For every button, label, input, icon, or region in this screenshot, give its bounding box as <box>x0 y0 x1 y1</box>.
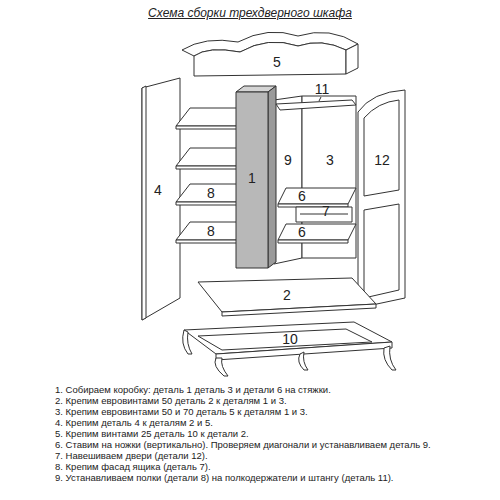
callout-number: 5 <box>273 55 281 69</box>
door-panel <box>364 100 399 196</box>
assembly-step: 7. Навешиваем двери (детали 12). <box>55 450 495 461</box>
callout-number: 11 <box>315 82 330 96</box>
bottom-panel-edge <box>222 304 376 316</box>
steps-list: 1. Собираем коробку: деталь 1 деталь 3 и… <box>55 384 495 483</box>
side-panel-edge <box>142 86 146 320</box>
assembly-step: 2. Крепим евровинтами 50 деталь 2 к дета… <box>55 395 495 406</box>
base-leg <box>183 330 192 354</box>
side-panel <box>142 78 180 320</box>
door <box>358 90 405 308</box>
assembly-step: 4. Крепим деталь 4 к деталям 2 и 5. <box>55 417 495 428</box>
assembly-step: 6. Ставим на ножки (вертикально). Провер… <box>55 439 495 450</box>
diagram-title: Схема сборки трехдверного шкафа <box>0 6 500 20</box>
assembly-step: 8. Крепим фасад ящика (деталь 7). <box>55 461 495 472</box>
callout-number: 6 <box>298 225 306 239</box>
shelves-right <box>278 188 356 243</box>
callout-number: 12 <box>374 153 390 167</box>
crown-panel <box>194 42 346 76</box>
callout-number: 4 <box>154 183 162 197</box>
callout-number: 6 <box>298 189 306 203</box>
base-frame-inner <box>198 329 372 350</box>
base-leg <box>299 352 308 370</box>
callout-number: 1 <box>248 171 256 185</box>
callout-number: 8 <box>207 186 215 200</box>
callout-number: 7 <box>322 204 330 218</box>
crown-side <box>346 44 358 74</box>
callout-number: 2 <box>283 288 291 302</box>
assembly-step: 9. Устанавливаем полки (детали 8) на пол… <box>55 472 495 483</box>
base-leg <box>384 346 396 370</box>
assembly-step: 3. Крепим евровинтами 50 и 70 деталь 5 к… <box>55 406 495 417</box>
divider-panel <box>236 92 268 268</box>
divider-side <box>268 86 276 268</box>
leader-line <box>319 97 321 101</box>
assembly-step: 1. Собираем коробку: деталь 1 деталь 3 и… <box>55 384 495 395</box>
callout-number: 3 <box>326 153 334 167</box>
callout-number: 9 <box>284 153 292 167</box>
assembly-step: 5. Крепим винтами 25 деталь 10 к детали … <box>55 428 495 439</box>
door-panel <box>364 204 399 298</box>
callout-number: 8 <box>207 224 215 238</box>
callout-number: 10 <box>282 332 298 346</box>
base-leg <box>215 358 228 376</box>
hanging-rail <box>276 100 356 110</box>
